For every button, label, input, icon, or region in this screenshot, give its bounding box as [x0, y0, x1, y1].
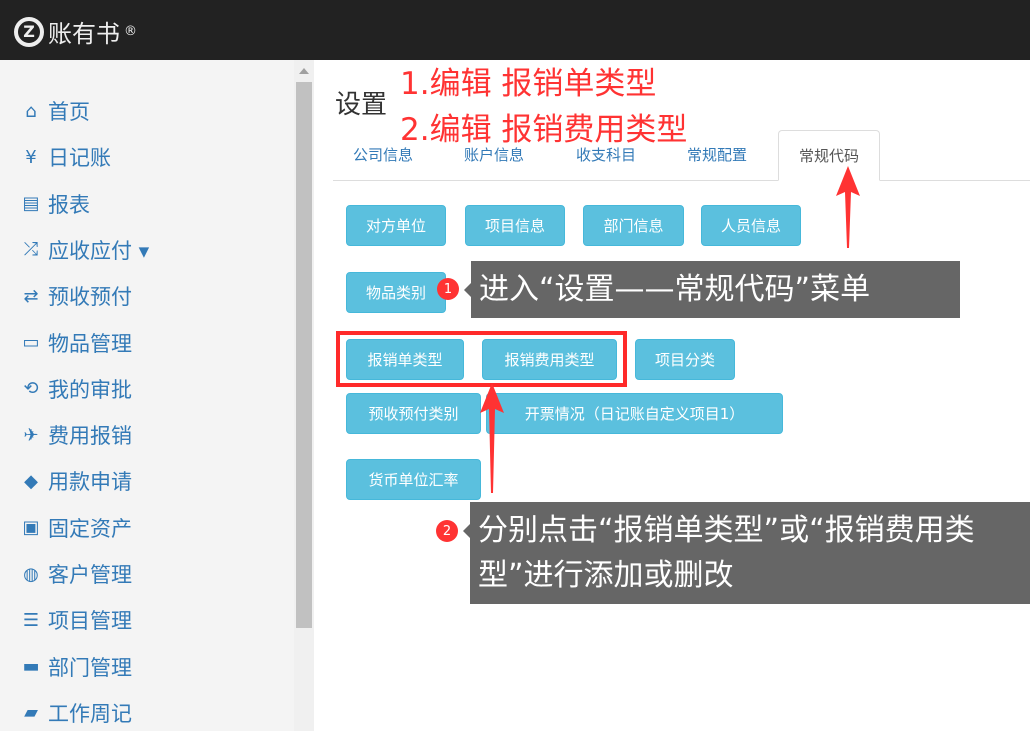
- sidebar-item-label: 固定资产: [48, 516, 132, 541]
- comment-icon: ▰: [24, 702, 38, 724]
- registered-mark: ®: [124, 24, 137, 39]
- step-badge-2: 2: [436, 520, 458, 542]
- server-icon: ☰: [22, 609, 40, 631]
- bed-icon: ▬: [22, 656, 40, 678]
- sidebar-item-9[interactable]: ▣ 固定资产: [20, 513, 132, 543]
- currency-rate-button[interactable]: 货币单位汇率: [346, 459, 481, 500]
- tab-company-info[interactable]: 公司信息: [353, 146, 414, 164]
- arrow-up-icon: [836, 166, 860, 248]
- sidebar-item-12[interactable]: ▬ 部门管理: [20, 652, 132, 682]
- sidebar-item-label: 工作周记: [48, 701, 132, 726]
- department-info-button[interactable]: 部门信息: [583, 205, 684, 246]
- sidebar-item-label: 部门管理: [48, 655, 132, 680]
- shuffle-icon: ⤮: [23, 239, 39, 261]
- annotation-line-1: 1.编辑 报销单类型: [400, 66, 657, 102]
- invoice-status-button[interactable]: 开票情况（日记账自定义项目1）: [486, 393, 783, 434]
- annotation-line-2: 2.编辑 报销费用类型: [400, 112, 688, 148]
- yen-icon: ¥: [25, 146, 37, 168]
- logo-text: 账有书: [48, 20, 120, 48]
- sidebar-item-label: 项目管理: [48, 609, 132, 634]
- settings-tabs: 公司信息 账户信息 收支科目 常规配置 常规代码: [333, 130, 1030, 181]
- highlight-box: [336, 331, 627, 387]
- sidebar-item-label: 客户管理: [48, 563, 132, 587]
- sidebar-item-2[interactable]: ▤ 报表: [20, 189, 90, 219]
- sidebar-item-0[interactable]: ⌂ 首页: [20, 96, 90, 126]
- advance-category-button[interactable]: 预收预付类别: [346, 393, 481, 434]
- staff-info-button[interactable]: 人员信息: [701, 205, 801, 246]
- tab-account-info[interactable]: 账户信息: [464, 146, 525, 164]
- expense-form-type-button[interactable]: 报销单类型: [346, 339, 464, 380]
- sidebar-item-3[interactable]: ⤮ 应收应付 ▾: [20, 235, 149, 265]
- tab-general-config[interactable]: 常规配置: [687, 146, 748, 164]
- app-logo[interactable]: Z 账有书 ®: [14, 14, 137, 49]
- sidebar-item-label: 日记账: [48, 146, 111, 171]
- callout-step-1: 进入“设置——常规代码”菜单: [464, 261, 960, 318]
- sidebar-item-label: 预收预付: [48, 285, 132, 310]
- scroll-up-icon[interactable]: [299, 68, 309, 74]
- retweet-icon: ⟲: [23, 378, 39, 400]
- sidebar-item-6[interactable]: ⟲ 我的审批: [20, 374, 132, 404]
- sidebar-item-label: 首页: [48, 100, 90, 124]
- plane-icon: ✈: [23, 424, 39, 446]
- briefcase-icon: ▣: [22, 517, 40, 539]
- logo-icon: Z: [14, 16, 44, 47]
- scrollbar-thumb[interactable]: [296, 82, 312, 628]
- item-category-button[interactable]: 物品类别: [346, 272, 446, 313]
- callout-step-2: 分别点击“报销单类型”或“报销费用类型”进行添加或删改: [463, 502, 1030, 604]
- tag-icon: ◆: [24, 470, 38, 492]
- home-icon: ⌂: [25, 100, 37, 122]
- sidebar-item-7[interactable]: ✈ 费用报销: [20, 420, 132, 450]
- sidebar-item-label: 用款申请: [48, 470, 132, 495]
- project-category-button[interactable]: 项目分类: [635, 339, 735, 380]
- sidebar-item-label: 物品管理: [48, 331, 132, 356]
- sidebar-item-13[interactable]: ▰ 工作周记: [20, 698, 132, 728]
- inbox-icon: ▭: [22, 332, 40, 353]
- sidebar-item-label: 费用报销: [48, 424, 132, 449]
- sidebar-scrollbar[interactable]: [294, 60, 314, 731]
- sidebar-item-11[interactable]: ☰ 项目管理: [20, 605, 132, 635]
- sidebar-item-5[interactable]: ▭ 物品管理: [20, 328, 132, 358]
- sidebar-item-label: 报表: [48, 192, 90, 217]
- counterparty-button[interactable]: 对方单位: [346, 205, 446, 246]
- sidebar-item-8[interactable]: ◆ 用款申请: [20, 466, 132, 496]
- sidebar-item-10[interactable]: ◍ 客户管理: [20, 559, 132, 589]
- list-icon: ▤: [22, 193, 40, 215]
- sidebar-item-label: 应收应付 ▾: [48, 238, 150, 263]
- transfer-icon: ⇄: [23, 285, 39, 307]
- sidebar-item-label: 我的审批: [48, 377, 132, 402]
- top-navbar: Z 账有书 ®: [0, 0, 1030, 60]
- tab-income-expense-subjects[interactable]: 收支科目: [576, 146, 637, 164]
- sidebar-item-1[interactable]: ¥ 日记账: [20, 142, 111, 172]
- page-title: 设置: [335, 90, 388, 120]
- project-info-button[interactable]: 项目信息: [465, 205, 565, 246]
- sidebar-item-4[interactable]: ⇄ 预收预付: [20, 281, 132, 311]
- tab-general-codes[interactable]: 常规代码: [778, 130, 881, 181]
- arrow-up-icon-2: [480, 383, 504, 493]
- sidebar: ⌂ 首页 ¥ 日记账 ▤ 报表 ⤮ 应收应付 ▾ ⇄ 预收预付 ▭ 物品管理 ⟲ 我的审批 ✈ 费用报销 ◆ 用款…: [0, 60, 296, 731]
- step-badge-1: 1: [437, 278, 459, 300]
- globe-icon: ◍: [23, 563, 39, 585]
- expense-cost-type-button[interactable]: 报销费用类型: [482, 339, 617, 380]
